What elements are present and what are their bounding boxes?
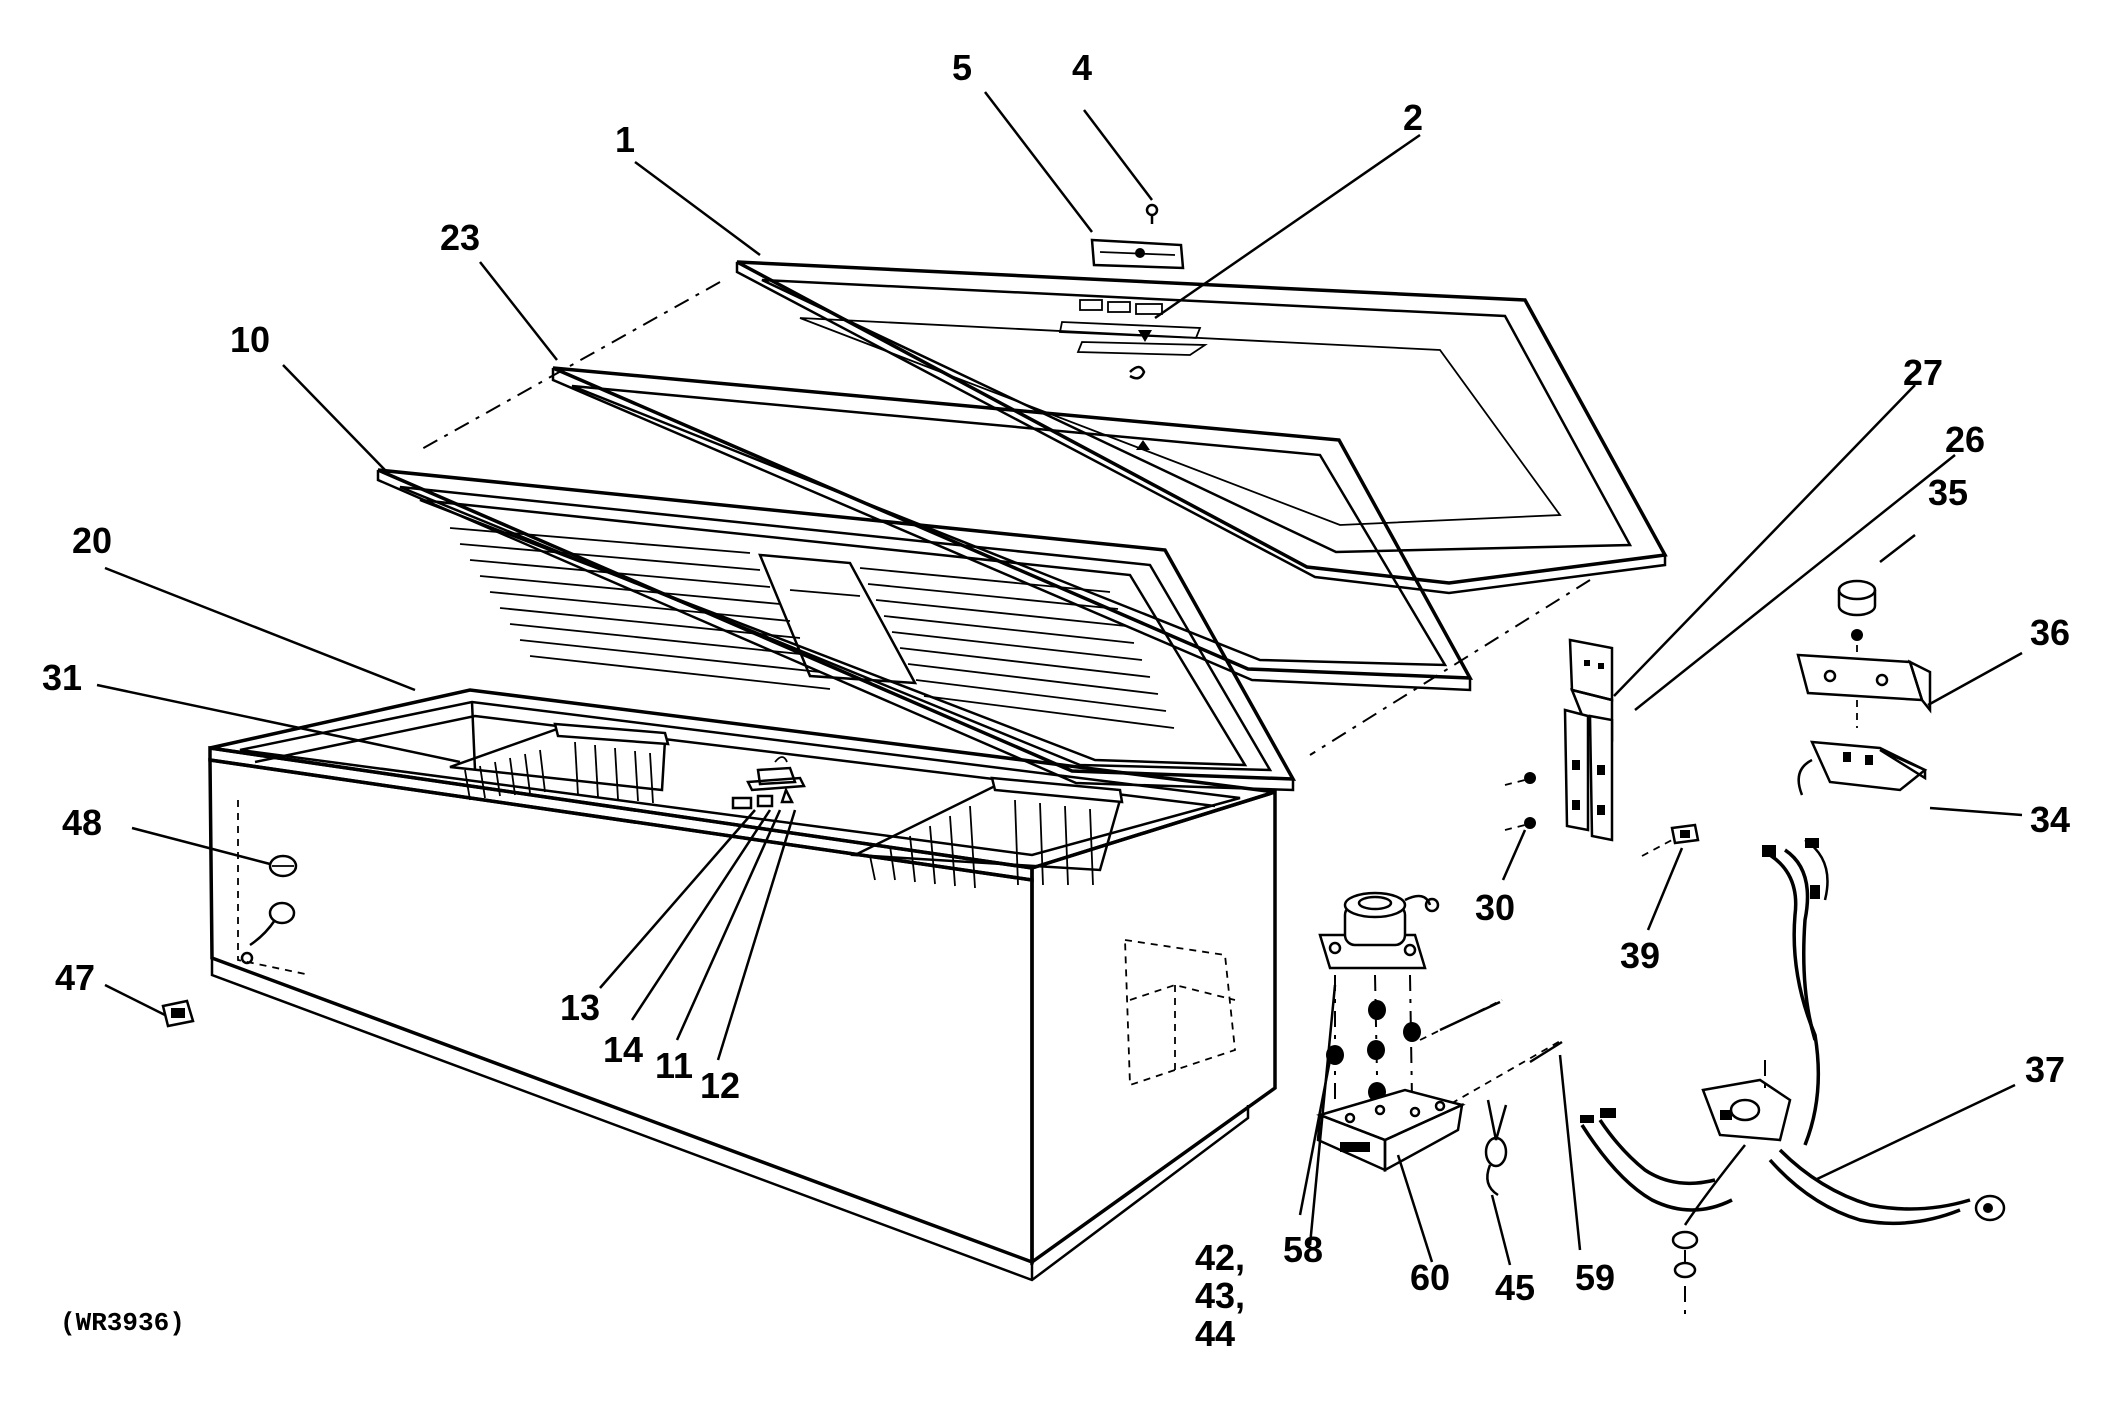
lid-handle xyxy=(1090,238,1185,270)
callout-10: 10 xyxy=(230,319,270,360)
door-louvers-right xyxy=(859,567,1175,729)
callout-27: 27 xyxy=(1903,352,1943,393)
compressor-base-plate xyxy=(1316,1088,1466,1173)
control-knob xyxy=(1837,579,1877,641)
drain-cap xyxy=(161,999,195,1028)
wiring-harness xyxy=(1580,838,2006,1320)
callout-26: 26 xyxy=(1945,419,1985,460)
callout-36: 36 xyxy=(2030,612,2070,653)
callout-60: 60 xyxy=(1410,1257,1450,1298)
relay-clip xyxy=(1484,1099,1508,1197)
control-bracket xyxy=(1796,645,1932,728)
callout-30: 30 xyxy=(1475,887,1515,928)
compressor xyxy=(1318,891,1440,970)
light-socket xyxy=(1641,823,1700,857)
callout-34: 34 xyxy=(2030,799,2070,840)
hinge-screws xyxy=(1504,772,1536,831)
callout-37: 37 xyxy=(2025,1049,2065,1090)
mounting-bolts xyxy=(1419,999,1563,1111)
alignment-line-hinge xyxy=(1309,579,1591,756)
callout-4: 4 xyxy=(1072,47,1092,88)
callout-48: 48 xyxy=(62,802,102,843)
basket-right xyxy=(850,776,1124,889)
callout-44: 44 xyxy=(1195,1313,1235,1354)
compressor-grommets xyxy=(1326,974,1421,1126)
callout-42: 42, xyxy=(1195,1237,1245,1278)
callout-14: 14 xyxy=(603,1029,643,1070)
handle-screw xyxy=(1145,203,1159,224)
callout-11: 11 xyxy=(655,1045,693,1086)
freezer-cabinet xyxy=(208,688,1277,1282)
callout-1: 1 xyxy=(615,119,635,160)
lock-assembly xyxy=(1079,299,1163,380)
thermostat-control xyxy=(1797,740,1928,796)
callout-5: 5 xyxy=(952,47,972,88)
thermostat-assembly xyxy=(731,756,806,810)
callout-13: 13 xyxy=(560,987,600,1028)
callout-20: 20 xyxy=(72,520,112,561)
drawing-code: (WR3936) xyxy=(60,1308,185,1338)
outer-lid-panel xyxy=(735,260,1668,595)
callout-23: 23 xyxy=(440,217,480,258)
callout-43: 43, xyxy=(1195,1275,1245,1316)
door-louvers-left xyxy=(449,527,831,690)
callout-leader-lines xyxy=(96,91,2023,1266)
callout-31: 31 xyxy=(42,657,82,698)
hinge-assembly xyxy=(1563,638,1614,842)
callout-58: 58 xyxy=(1283,1229,1323,1270)
callout-12: 12 xyxy=(700,1065,740,1106)
alignment-line-lid xyxy=(419,281,721,451)
callout-labels: 1 2 4 5 10 11 12 13 14 20 23 26 27 30 31… xyxy=(42,47,2070,1354)
callout-59: 59 xyxy=(1575,1257,1615,1298)
callout-2: 2 xyxy=(1403,97,1423,138)
callout-45: 45 xyxy=(1495,1267,1535,1308)
callout-47: 47 xyxy=(55,957,95,998)
inner-door-panel xyxy=(376,468,1297,792)
callout-39: 39 xyxy=(1620,935,1660,976)
basket-left xyxy=(449,722,670,804)
drain-fittings xyxy=(240,854,298,965)
door-center-panel xyxy=(758,553,918,685)
callout-35: 35 xyxy=(1928,472,1968,513)
